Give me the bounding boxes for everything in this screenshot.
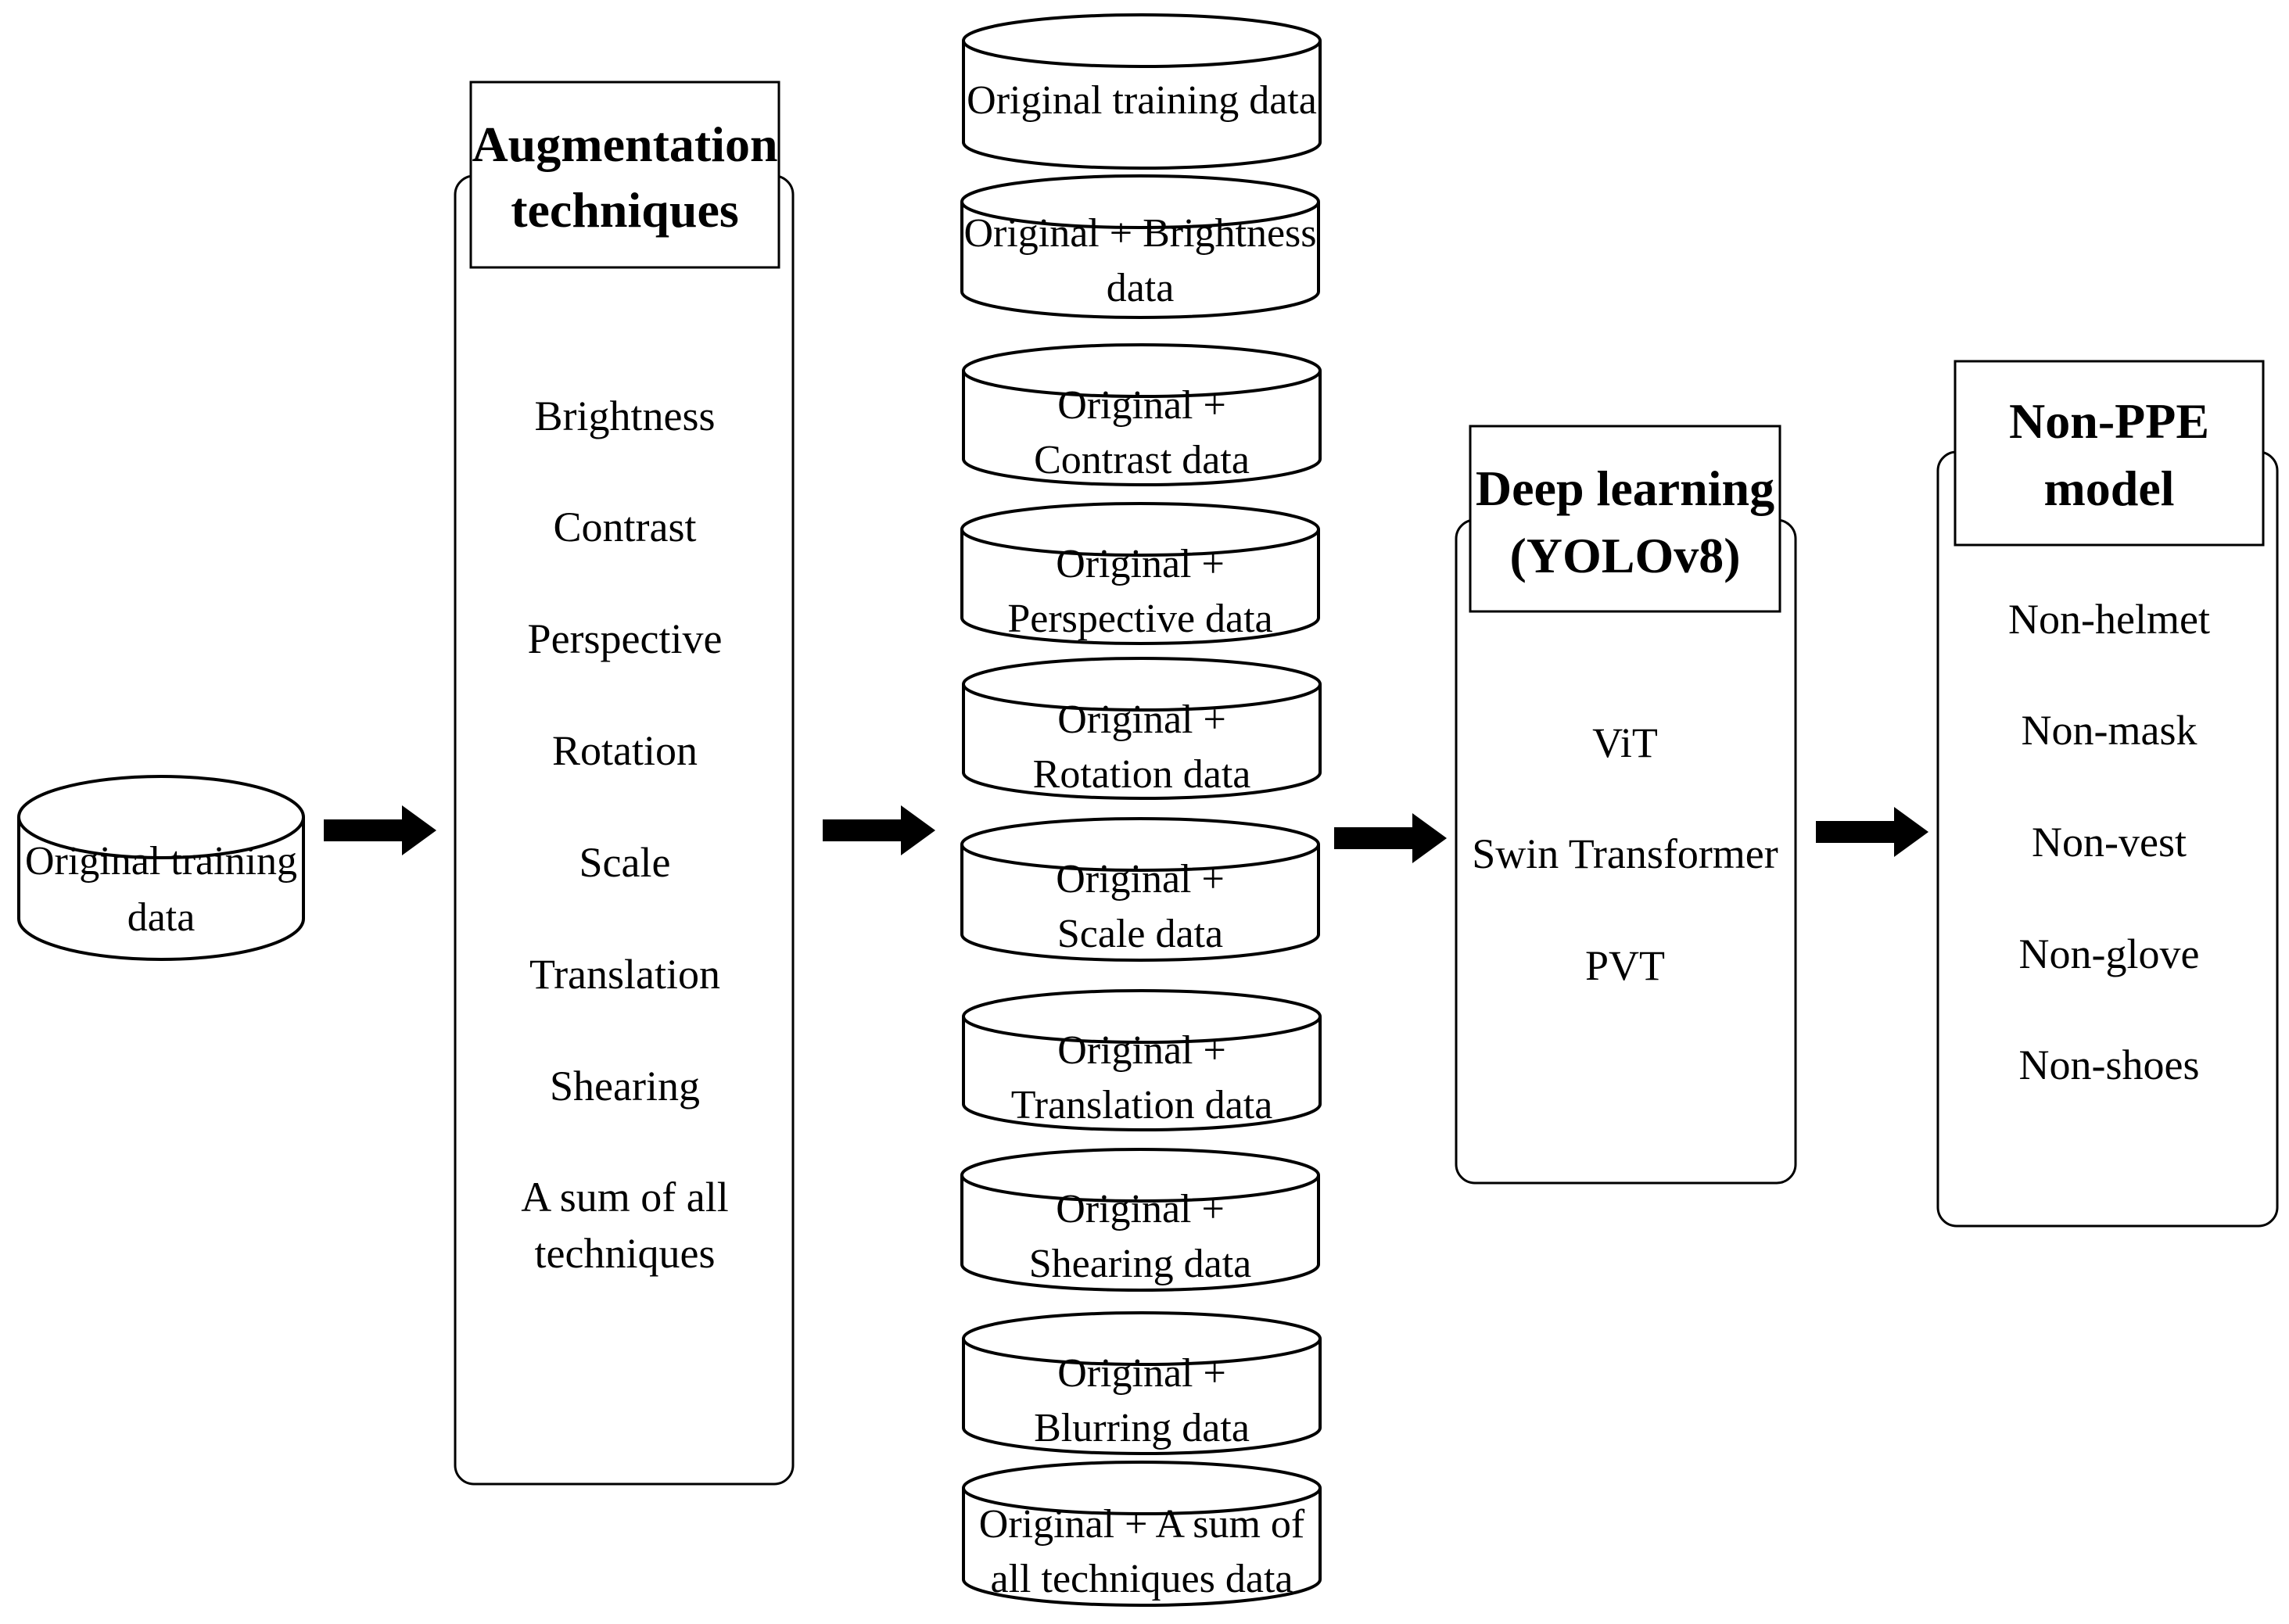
dataset-label-line1: Original + A sum of [979,1502,1305,1547]
dataset-cylinder-body [962,684,1322,800]
dataset-cylinder-top [960,174,1320,229]
dataset-cylinder-blurring: Original + Blurring data [962,1311,1322,1455]
non-ppe-title-box [1954,360,2265,547]
augmentation-item-perspective: Perspective [528,615,723,662]
augmentation-panel-frame [454,174,795,1486]
dataset-cylinder-body [960,202,1320,319]
input-cylinder-top [17,775,305,859]
non-ppe-item-glove: Non-glove [2019,930,2200,977]
dataset-label-line2: Scale data [1057,912,1223,956]
dataset-cylinder-top [962,657,1322,712]
dataset-label-line1: Original + [1056,1187,1225,1231]
dataset-label-line2: Contrast data [1034,438,1250,482]
flow-arrow-4 [1816,807,1928,857]
non-ppe-item-shoes: Non-shoes [2019,1041,2200,1088]
dataset-cylinder-rotation: Original + Rotation data [962,657,1322,800]
dataset-label-line2: Shearing data [1029,1242,1251,1286]
input-cylinder-label-line2: data [127,895,196,940]
dataset-cylinder-top [962,13,1322,68]
dataset-cylinder-brightness: Original + Brightness data [960,174,1320,319]
non-ppe-title-line1: Non-PPE [2009,393,2209,449]
dataset-label-line1: Original + Brightness [963,211,1316,256]
augmentation-item-contrast: Contrast [554,504,697,550]
dataset-cylinder-body [962,1339,1322,1455]
augmentation-item-translation: Translation [529,951,720,998]
dataset-cylinder-body [962,41,1322,170]
flow-arrow-3 [1334,813,1447,863]
dataset-cylinder-scale: Original + Scale data [960,817,1320,962]
dataset-cylinder-body [960,844,1320,962]
dataset-cylinder-shearing: Original + Shearing data [960,1148,1320,1292]
dataset-cylinder-top [960,502,1320,557]
non-ppe-item-mask: Non-mask [2022,707,2198,754]
model-item-vit: ViT [1592,719,1658,766]
dataset-cylinder-perspective: Original + Perspective data [960,502,1320,645]
augmentation-item-rotation: Rotation [552,727,698,774]
dataset-label-line1: Original + [1057,1028,1226,1073]
dataset-label-line2: Blurring data [1034,1406,1250,1450]
dataset-cylinder-top [962,1311,1322,1366]
flow-arrow-1 [324,805,436,855]
augmentation-item-brightness: Brightness [534,393,715,439]
non-ppe-model-panel: Non-PPE model Non-helmet Non-mask Non-ve… [1936,360,2279,1228]
dataset-label-line1: Original training data [967,78,1317,123]
dataset-cylinder-translation: Original + Translation data [962,989,1322,1131]
dataset-label-line2: Perspective data [1007,597,1272,641]
deep-learning-panel: Deep learning (YOLOv8) ViT Swin Transfor… [1455,425,1797,1185]
augmentation-title-line2: techniques [511,182,739,238]
dataset-cylinder-body [962,371,1322,486]
augmentation-title-box [469,81,780,269]
model-item-pvt: PVT [1585,942,1665,989]
non-ppe-title-line2: model [2043,461,2174,516]
dataset-label-line1: Original + [1057,1351,1226,1396]
augmented-datasets-stack: Original training data Original + Bright… [960,13,1322,1607]
dataset-cylinder-body [962,1016,1322,1131]
dataset-label-line1: Original + [1057,697,1226,742]
dataset-cylinder-body [960,1175,1320,1292]
augmentation-panel: Augmentation techniques Brightness Contr… [454,81,795,1486]
dataset-cylinder-body [960,529,1320,645]
dataset-cylinder-top [960,817,1320,872]
input-cylinder-label-line1: Original training [25,839,297,884]
dataset-cylinder-sum-of-all: Original + A sum of all techniques data [962,1461,1322,1607]
augmentation-item-scale: Scale [579,839,671,886]
deep-learning-title-line2: (YOLOv8) [1509,528,1740,583]
deep-learning-title-line1: Deep learning [1476,461,1774,516]
dataset-cylinder-top [960,1148,1320,1203]
non-ppe-item-vest: Non-vest [2032,819,2187,866]
dataset-label-line1: Original + [1056,857,1225,902]
augmentation-item-shearing: Shearing [550,1063,700,1110]
dataset-cylinder-contrast: Original + Contrast data [962,343,1322,486]
dataset-cylinder-top [962,343,1322,398]
model-item-swin-transformer: Swin Transformer [1472,830,1778,877]
dataset-cylinder-top [962,989,1322,1044]
augmentation-title-line1: Augmentation [472,117,777,172]
dataset-label-line2: Rotation data [1033,752,1251,797]
non-ppe-item-helmet: Non-helmet [2008,596,2210,643]
augmentation-item-sum-line2: techniques [535,1230,716,1277]
deep-learning-title-box [1469,425,1781,613]
dataset-cylinder-top [962,1461,1322,1515]
dataset-label-line1: Original + [1057,383,1226,428]
dataset-label-line2: data [1107,266,1175,310]
dataset-cylinder-original: Original training data [962,13,1322,170]
dataset-label-line2: all techniques data [991,1557,1293,1601]
dataset-label-line2: Translation data [1011,1083,1273,1127]
dataset-label-line1: Original + [1056,542,1225,586]
augmentation-item-sum-line1: A sum of all [521,1174,729,1221]
input-training-data-cylinder: Original training data [17,775,305,961]
dataset-cylinder-body [962,1488,1322,1607]
flow-arrow-2 [823,805,935,855]
